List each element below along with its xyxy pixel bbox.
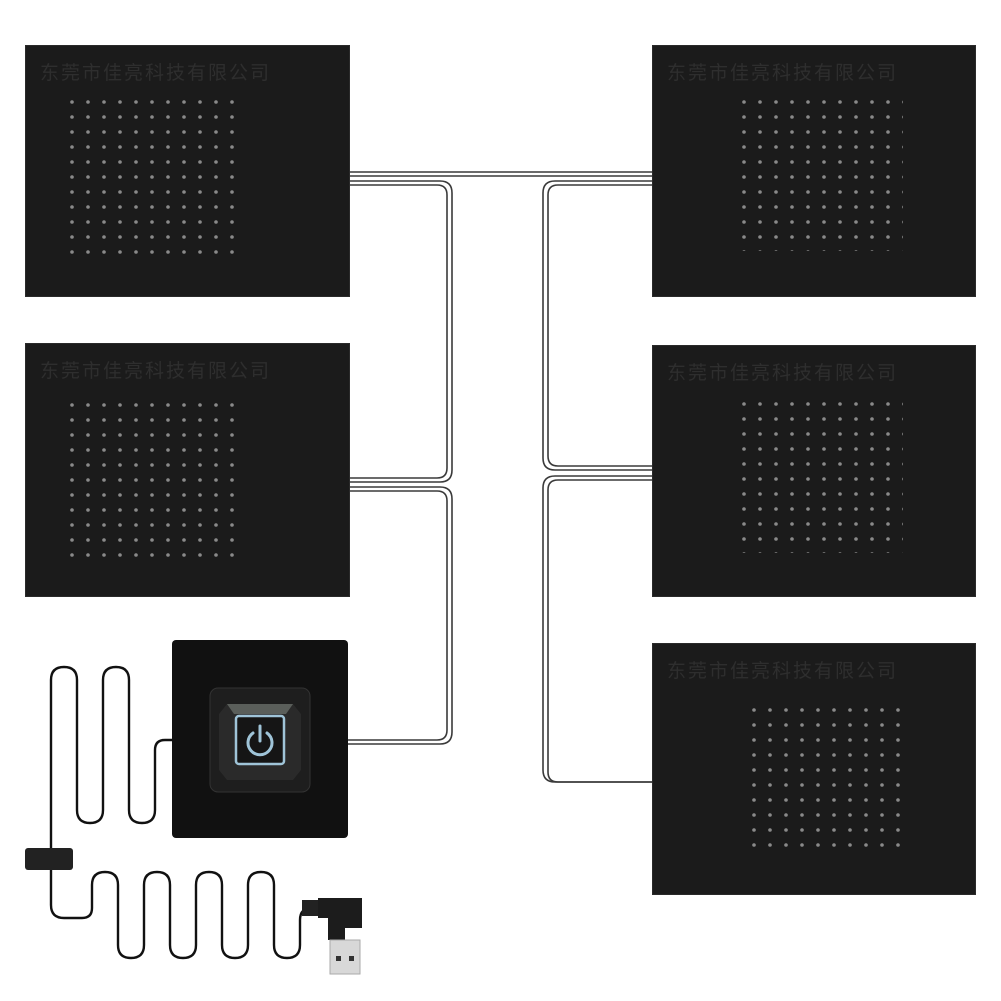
heating-pad-left-middle: 东莞市佳亮科技有限公司 [25, 343, 350, 597]
pad-label: 东莞市佳亮科技有限公司 [667, 362, 899, 384]
usb-plug-icon [302, 898, 362, 975]
heating-dots-icon [748, 704, 908, 854]
heating-dots-icon [738, 96, 903, 251]
heating-pad-left-top: 东莞市佳亮科技有限公司 [25, 45, 350, 297]
cable-clip [25, 848, 73, 870]
power-controller [172, 640, 348, 838]
pad-label: 东莞市佳亮科技有限公司 [40, 360, 272, 382]
heating-dots-icon [66, 399, 246, 559]
heating-pad-right-middle: 东莞市佳亮科技有限公司 [652, 345, 976, 597]
heating-dots-icon [66, 96, 246, 256]
heating-dots-icon [738, 398, 903, 553]
usb-cable [49, 665, 313, 960]
power-button[interactable] [234, 714, 286, 766]
pad-label: 东莞市佳亮科技有限公司 [40, 62, 272, 84]
pad-label: 东莞市佳亮科技有限公司 [667, 62, 899, 84]
heating-pad-right-bottom: 东莞市佳亮科技有限公司 [652, 643, 976, 895]
pad-label: 东莞市佳亮科技有限公司 [667, 660, 899, 682]
power-icon [246, 724, 274, 757]
heating-pad-right-top: 东莞市佳亮科技有限公司 [652, 45, 976, 297]
